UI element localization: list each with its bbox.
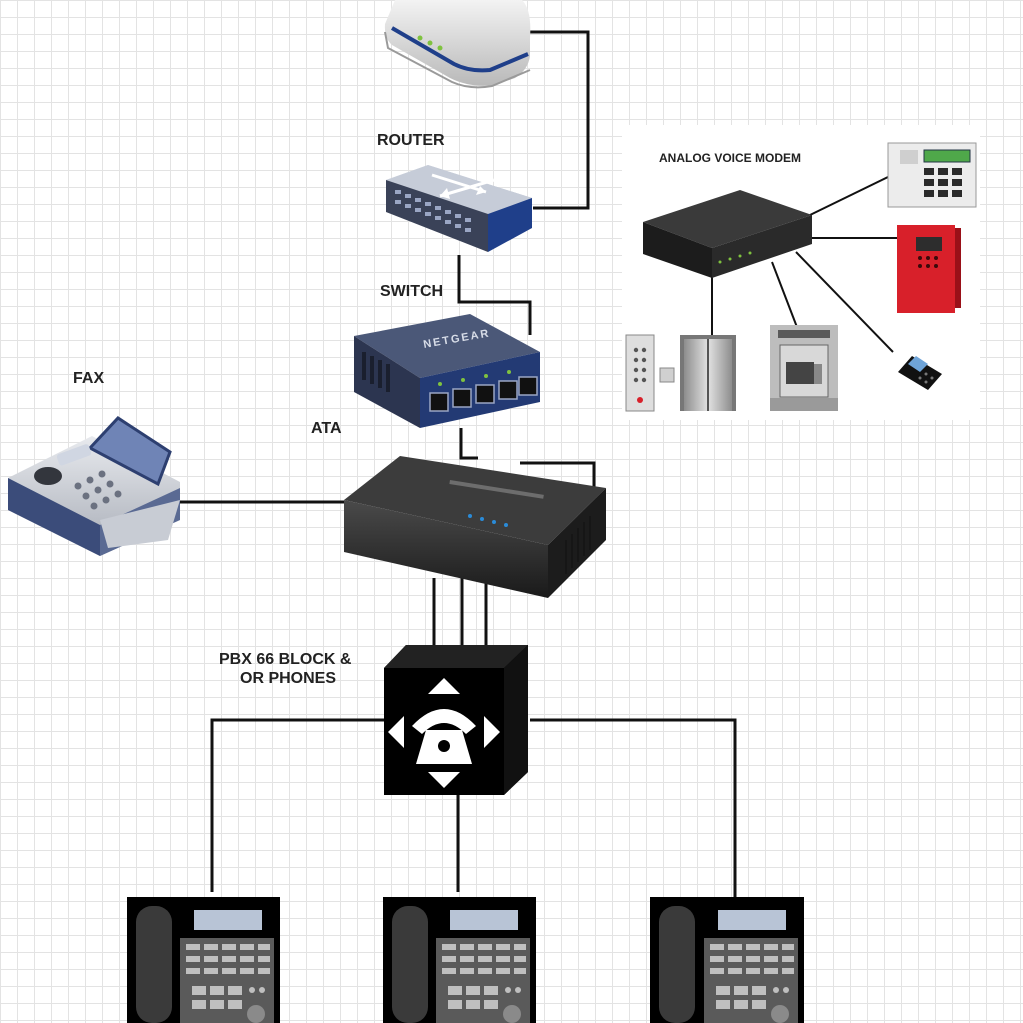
line-pbx-phone-right [530, 718, 737, 897]
analog-voice-modem-label: ANALOG VOICE MODEM [659, 151, 802, 165]
ata-label: ATA [311, 420, 342, 437]
line-modem-terminal [795, 251, 894, 353]
analog-lines [711, 175, 898, 353]
line-modem-alarm [809, 175, 891, 216]
alarm-keypad-icon [887, 142, 977, 208]
router-icon [386, 165, 532, 252]
pbx-block-icon [384, 645, 528, 795]
network-switch-icon: NETGEAR [354, 314, 540, 428]
desk-phone-left [127, 897, 280, 1023]
card-terminal-icon [898, 356, 942, 390]
switch-ports [429, 376, 538, 412]
atm-icon [770, 325, 838, 411]
cable-modem-icon [384, 0, 531, 89]
switch-label: SWITCH [380, 283, 444, 300]
router-label: ROUTER [377, 132, 445, 149]
desk-phone-right [650, 897, 804, 1023]
line-switch-ata-2 [520, 461, 596, 490]
pbx-label-line2: OR PHONES [240, 670, 337, 687]
fax-machine-icon [8, 416, 180, 556]
line-modem-atm [771, 261, 801, 336]
connection-lines [178, 30, 737, 897]
line-pbx-phone-left [210, 718, 384, 892]
line-router-switch [457, 255, 532, 335]
ata-adapter-icon [344, 456, 606, 598]
pbx-label-line1: PBX 66 BLOCK & [219, 651, 352, 668]
fire-alarm-panel-icon [897, 225, 961, 313]
line-modem-router [530, 30, 590, 210]
line-switch-ata [459, 428, 478, 460]
desk-phone-middle [383, 897, 536, 1023]
fax-label: FAX [73, 370, 105, 387]
elevator-icon [625, 334, 736, 412]
analog-voice-modem-icon [643, 190, 812, 278]
